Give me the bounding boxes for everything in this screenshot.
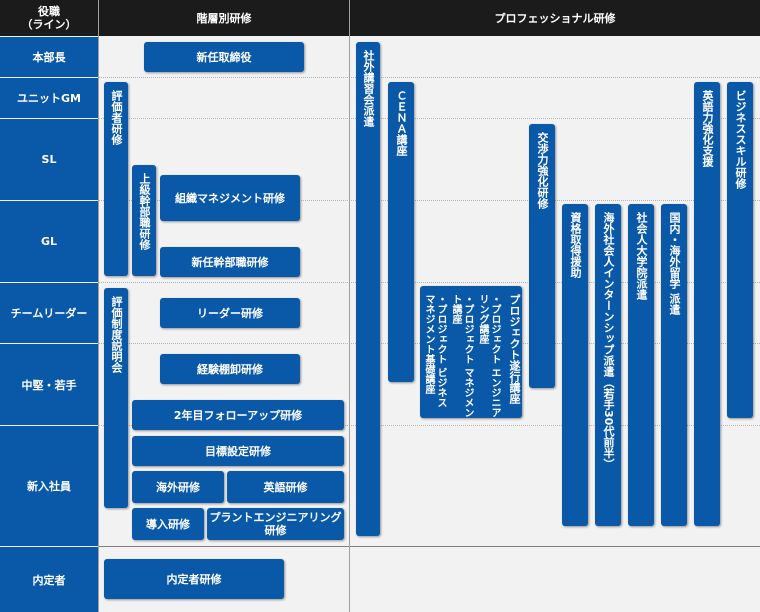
- role-column-header: 役職 （ライン）: [0, 0, 98, 36]
- role-prospective: 内定者: [0, 547, 98, 612]
- second-year-followup-box: 2年目フォローアップ研修: [132, 400, 344, 430]
- role-gl: GL: [0, 201, 98, 282]
- column-divider-professional: [349, 0, 350, 612]
- plant-engineering-training-box: プラントエンジニアリング 研修: [207, 508, 344, 540]
- business-skills-training-label: ビジネススキル研修: [734, 90, 747, 189]
- study-abroad-dispatch-label: 国内・海外留学 派遣: [668, 212, 681, 315]
- graduate-school-dispatch-bar: 社会人大学院派遣: [628, 204, 654, 526]
- evaluator-training-label: 評価者研修: [110, 90, 123, 145]
- role-sl: SL: [0, 119, 98, 200]
- row-divider: [98, 118, 760, 119]
- certification-support-label: 資格取得援助: [569, 212, 582, 278]
- new-director-box: 新任取締役: [144, 42, 304, 72]
- external-dispatch-label: 社外講習会派遣: [362, 50, 375, 127]
- role-new-hire: 新入社員: [0, 426, 98, 546]
- negotiation-training-label: 交渉力強化研修: [536, 132, 549, 209]
- org-management-box: 組織マネジメント研修: [160, 175, 300, 221]
- english-support-label: 英語力強化支援: [701, 90, 714, 167]
- role-mid-young: 中堅・若手: [0, 344, 98, 425]
- prospective-training-box: 内定者研修: [104, 559, 284, 599]
- cena-course-bar: ＣＥＮＡ講座: [388, 82, 414, 382]
- role-header-line1: 役職: [38, 5, 60, 18]
- english-training-box: 英語研修: [227, 471, 344, 503]
- leader-training-box: リーダー研修: [160, 298, 300, 328]
- row-divider-prospective: [98, 546, 760, 547]
- role-unit-gm: ユニットGM: [0, 78, 98, 118]
- evaluator-training-bar: 評価者研修: [104, 82, 128, 276]
- certification-support-bar: 資格取得援助: [562, 204, 588, 526]
- senior-exec-training-label: 上級幹部職研修: [138, 173, 151, 250]
- english-support-bar: 英語力強化支援: [694, 82, 720, 526]
- project-management-course: ・プロジェクト マネジメント講座: [450, 294, 473, 418]
- senior-exec-training-bar: 上級幹部職研修: [132, 165, 156, 276]
- professional-training-header: プロフェッショナル研修: [350, 0, 760, 36]
- tiered-training-header: 階層別研修: [99, 0, 349, 36]
- column-divider-tiered: [98, 0, 99, 612]
- overseas-internship-label: 海外社会人インターンシップ派遣（若手30代前半）: [602, 212, 615, 470]
- role-header-line2: （ライン）: [21, 18, 77, 31]
- role-team-leader: チームリーダー: [0, 283, 98, 343]
- eval-system-briefing-bar: 評価制度説明会: [104, 288, 128, 508]
- negotiation-training-bar: 交渉力強化研修: [529, 124, 555, 388]
- external-dispatch-bar: 社外講習会派遣: [356, 42, 380, 536]
- project-engineering-course: ・プロジェクト エンジニアリング講座: [477, 294, 500, 418]
- cena-course-label: ＣＥＮＡ講座: [395, 90, 408, 156]
- row-divider: [98, 200, 760, 201]
- inventory-training-box: 経験棚卸研修: [160, 354, 300, 384]
- row-divider: [98, 77, 760, 78]
- graduate-school-dispatch-label: 社会人大学院派遣: [635, 212, 648, 300]
- role-division-head: 本部長: [0, 37, 98, 77]
- intro-training-box: 導入研修: [132, 508, 204, 540]
- project-execution-course-box: プロジェクト遂行講座 ・プロジェクト エンジニアリング講座 ・プロジェクト マネ…: [420, 286, 522, 418]
- overseas-training-box: 海外研修: [132, 471, 224, 503]
- plant-engineering-line2: 研修: [264, 524, 287, 537]
- plant-engineering-line1: プラントエンジニアリング: [209, 511, 342, 524]
- new-exec-box: 新任幹部職研修: [160, 247, 300, 277]
- overseas-internship-bar: 海外社会人インターンシップ派遣（若手30代前半）: [595, 204, 621, 526]
- business-skills-training-bar: ビジネススキル研修: [727, 82, 753, 418]
- eval-system-briefing-label: 評価制度説明会: [110, 296, 123, 373]
- project-business-management-course: ・プロジェクト ビジネス マネジメント基礎講座: [423, 294, 446, 408]
- row-divider: [98, 282, 760, 283]
- study-abroad-dispatch-bar: 国内・海外留学 派遣: [661, 204, 687, 526]
- row-divider: [98, 425, 760, 426]
- project-execution-title: プロジェクト遂行講座: [508, 294, 521, 404]
- goal-setting-box: 目標設定研修: [132, 436, 344, 466]
